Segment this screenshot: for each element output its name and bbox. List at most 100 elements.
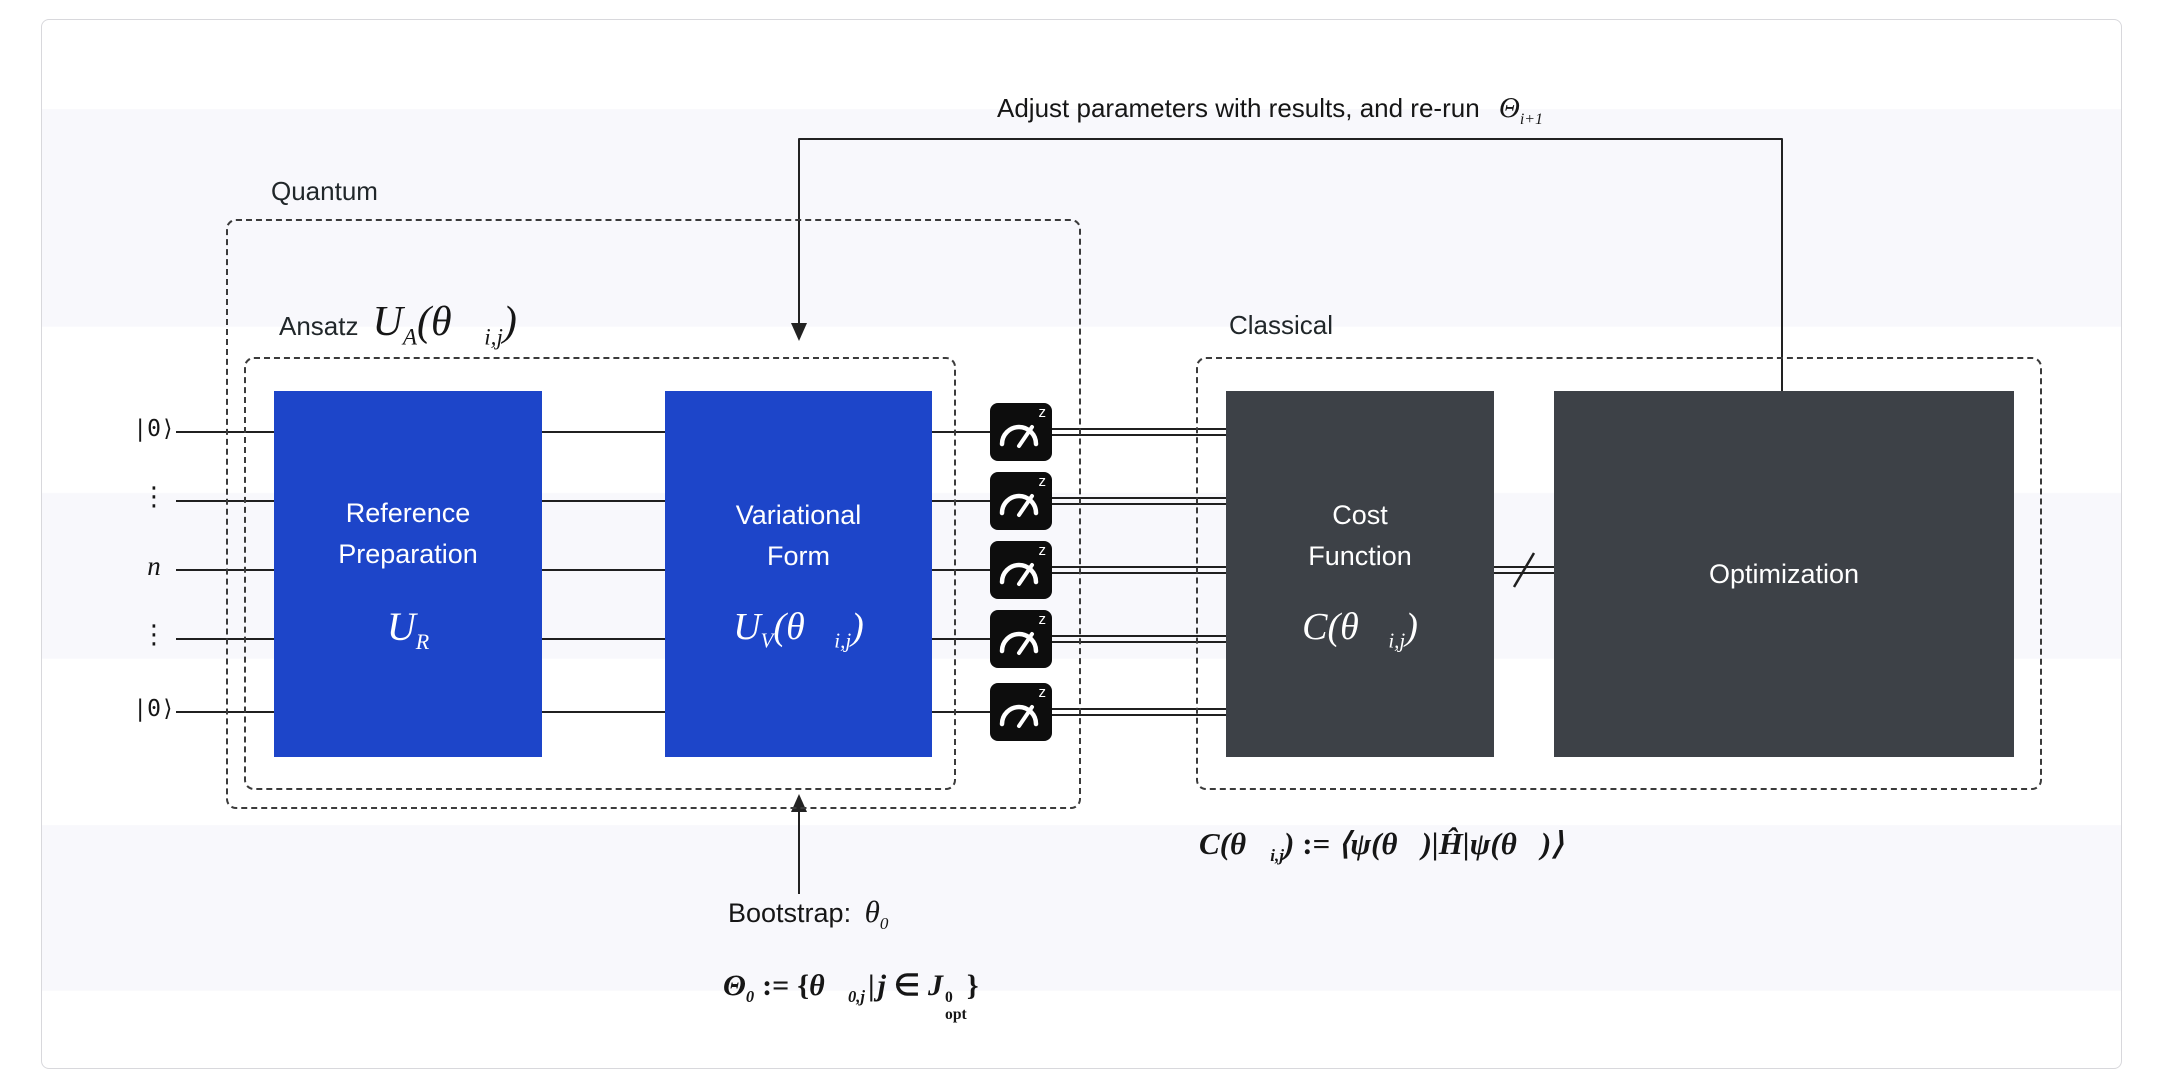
measure-basis-label: z xyxy=(1038,611,1047,628)
measure-basis-label: z xyxy=(1038,473,1047,490)
qubit-label-dots-lower: ⋮ xyxy=(141,620,167,650)
variational-form-box: Variational Form UV(θ⃗i,j) xyxy=(665,391,932,757)
formula-theta: θ⃗ xyxy=(1230,826,1271,861)
formula-theta-sub: i,j xyxy=(1270,846,1284,866)
reference-math: UR xyxy=(387,603,429,655)
optimization-label: Optimization xyxy=(1708,558,1860,589)
measurement-gate: z xyxy=(990,683,1052,741)
measurement-gauge-icon xyxy=(999,493,1039,517)
theta-cap: Θ xyxy=(1498,92,1520,124)
t0-J-sup: 0 xyxy=(945,989,953,1007)
cost-line1: Cost xyxy=(1332,499,1388,530)
cost-to-optimization-bus xyxy=(1494,552,1554,588)
measurement-gate: z xyxy=(990,472,1052,530)
t0-theta: θ⃗ xyxy=(809,969,848,1002)
t0-lhs: Θ xyxy=(723,969,746,1002)
quantum-region-label: Quantum xyxy=(271,176,378,206)
measure-basis-label: z xyxy=(1038,684,1047,701)
t0-lhs-sub: 0 xyxy=(745,987,755,1006)
t0-brace-open: { xyxy=(797,969,810,1002)
cost-math: C(θ⃗i,j) xyxy=(1302,605,1418,654)
measure-basis-label: z xyxy=(1038,404,1047,421)
measurement-gate: z xyxy=(990,610,1052,668)
cost-paren-open: ( xyxy=(1327,605,1341,648)
theta-cap-sub: i+1 xyxy=(1519,110,1543,128)
reference-u: U xyxy=(386,604,416,649)
ansatz-paren-open: ( xyxy=(416,299,431,345)
t0-theta-sub: 0,j xyxy=(847,987,865,1006)
variational-theta-sub: i,j xyxy=(834,628,852,653)
measurement-gauge-icon xyxy=(999,562,1039,586)
measurement-gate: z xyxy=(990,541,1052,599)
diagram-canvas: Adjust parameters with results, and re-r… xyxy=(41,19,2122,1069)
cost-title: Cost Function xyxy=(1308,495,1412,577)
feedback-text: Adjust parameters with results, and re-r… xyxy=(997,93,1480,123)
qubit-label-ket-bottom: |0⟩ xyxy=(133,696,175,722)
measurement-gate: z xyxy=(990,403,1052,461)
variational-line2: Form xyxy=(766,540,830,571)
t0-bar: | xyxy=(867,969,875,1002)
qubit-label-dots-upper: ⋮ xyxy=(141,482,167,512)
reference-u-sub: R xyxy=(415,629,430,654)
cost-theta-sub: i,j xyxy=(1388,628,1406,653)
measurement-gauge-icon xyxy=(999,631,1039,655)
cost-function-box: Cost Function C(θ⃗i,j) xyxy=(1226,391,1494,757)
cost-paren-close: ) xyxy=(1405,605,1418,648)
feedback-loop-arrow xyxy=(791,138,1783,391)
variational-u: U xyxy=(733,605,761,648)
bootstrap-caption: Bootstrap: θ0 xyxy=(728,894,888,934)
ansatz-math: UA(θ⃗i,j) xyxy=(373,298,517,350)
ansatz-u: U xyxy=(372,299,403,345)
reference-line1: Reference xyxy=(345,498,471,528)
measurement-gauge-icon xyxy=(999,704,1039,728)
optimization-box: Optimization xyxy=(1554,391,2014,757)
t0-j: j xyxy=(877,969,886,1002)
t0-J-sub: opt xyxy=(945,1005,967,1023)
feedback-math: Θi+1 xyxy=(1498,92,1543,128)
variational-paren-open: ( xyxy=(773,605,787,648)
ansatz-paren-close: ) xyxy=(502,299,517,345)
ansatz-theta: θ⃗ xyxy=(430,299,485,345)
formula-assign: := xyxy=(1302,826,1331,861)
formula-c: C xyxy=(1199,826,1220,861)
ansatz-title: Ansatz UA(θ⃗i,j) xyxy=(279,298,517,350)
cost-c: C xyxy=(1302,605,1328,648)
ansatz-theta-sub: i,j xyxy=(484,323,503,350)
ansatz-word: Ansatz xyxy=(279,311,359,341)
measurement-gauge-icon xyxy=(999,424,1039,448)
bootstrap-math: θ0 xyxy=(864,894,889,933)
bootstrap-word: Bootstrap: xyxy=(728,898,852,928)
t0-J-set: J xyxy=(928,969,944,1002)
qubit-label-n: n xyxy=(147,551,161,581)
classical-region-label: Classical xyxy=(1229,310,1334,340)
reference-preparation-box: Reference Preparation UR xyxy=(274,391,542,757)
variational-title: Variational Form xyxy=(736,495,862,577)
ansatz-u-sub: A xyxy=(402,323,417,350)
measure-basis-label: z xyxy=(1038,542,1047,559)
formula-paren-close: ) xyxy=(1283,826,1295,861)
bootstrap-theta-sub: 0 xyxy=(879,914,889,934)
t0-brace-close: } xyxy=(966,969,979,1002)
qubit-label-ket-top: |0⟩ xyxy=(133,416,175,442)
classical-region-box xyxy=(1196,357,2042,790)
quantum-region-box xyxy=(226,219,1081,809)
reference-line2: Preparation xyxy=(338,539,478,569)
bootstrap-theta: θ xyxy=(864,894,880,929)
t0-assign: := xyxy=(762,969,790,1002)
t0-element-of: ∈ xyxy=(893,969,921,1002)
variational-u-sub: V xyxy=(760,628,774,653)
variational-math: UV(θ⃗i,j) xyxy=(733,605,864,654)
formula-paren-open: ( xyxy=(1219,826,1231,861)
bootstrap-arrow xyxy=(791,794,807,894)
cost-line2: Function xyxy=(1308,540,1412,571)
cost-theta: θ⃗ xyxy=(1340,605,1389,648)
variational-paren-close: ) xyxy=(851,605,864,648)
variational-line1: Variational xyxy=(735,499,862,530)
ansatz-box xyxy=(244,357,956,790)
variational-theta: θ⃗ xyxy=(786,605,835,648)
formula-rhs: ⟨ψ(θ⃗)|Ĥ|ψ(θ⃗)⟩ xyxy=(1338,826,1564,861)
reference-title: Reference Preparation xyxy=(338,493,478,575)
arrowhead-down-icon xyxy=(791,323,807,341)
